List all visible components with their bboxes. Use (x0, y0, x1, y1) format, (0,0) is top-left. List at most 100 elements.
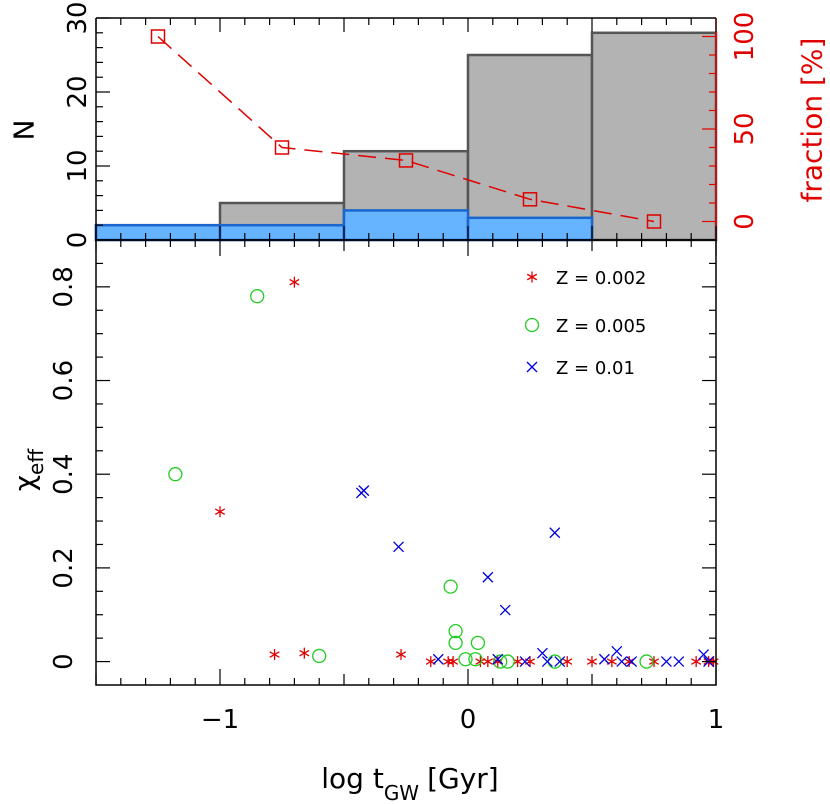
fraction-marker (398, 153, 414, 168)
asterisk-stroke (299, 649, 310, 657)
scatter-point-circle (448, 623, 463, 639)
y-title-sub: eff (24, 448, 48, 475)
top-y2-axis-title: fraction [%] (796, 38, 829, 203)
scatter-point-asterisk (606, 656, 617, 668)
scatter-point-circle (470, 635, 486, 650)
scatter-point-cross (598, 653, 610, 665)
x-title-sub: GW (384, 781, 419, 804)
cross-stroke (541, 656, 553, 668)
scatter-point-asterisk (443, 656, 454, 668)
scatter-point-asterisk (586, 656, 598, 668)
histogram-bar-subset (94, 223, 222, 242)
asterisk-stroke (624, 658, 635, 665)
asterisk-stroke (395, 651, 407, 658)
asterisk-stroke (214, 508, 226, 515)
top-y2-tick-label: 50 (730, 112, 760, 145)
bottom-y-tick-label: 0.8 (49, 266, 79, 307)
scatter-point-cross (482, 571, 494, 583)
scatter-point-asterisk (395, 649, 407, 661)
cross-stroke (536, 647, 548, 659)
cross-stroke (549, 527, 561, 539)
legend-label: Z = 0.005 (556, 316, 646, 337)
top-y-axis-title: N (8, 120, 41, 141)
asterisk-stroke (562, 658, 573, 665)
scatter-point-cross (611, 645, 623, 657)
top-y-tick-label: 0 (63, 232, 93, 249)
cross-stroke (432, 653, 444, 665)
cross-stroke (519, 656, 531, 668)
y-title-main: χ (8, 475, 41, 491)
histogram-bar-subset (218, 223, 346, 242)
cross-stroke (499, 604, 511, 616)
scatter-point-circle (250, 289, 265, 304)
bottom-y-tick-label: 0 (49, 653, 79, 670)
histogram-bar-subset (466, 216, 594, 242)
scatter-point-cross (660, 656, 672, 668)
asterisk-stroke (691, 658, 702, 665)
bottom-y-axis-title: χeff (8, 448, 49, 491)
bottom-frame (95, 239, 717, 686)
fraction-marker (522, 192, 538, 207)
top-y-tick-label: 30 (63, 1, 93, 34)
scatter-point-cross (526, 361, 538, 373)
histogram-bar-subset (342, 209, 470, 242)
asterisk-stroke (648, 658, 660, 665)
asterisk-stroke (425, 658, 436, 665)
scatter-point-asterisk (448, 656, 459, 668)
asterisk-stroke (482, 658, 493, 665)
asterisk-stroke (269, 651, 280, 658)
scatter-point-cross (358, 485, 370, 497)
cross-stroke (598, 653, 610, 665)
cross-stroke (492, 653, 504, 665)
scatter-point-cross (499, 604, 511, 616)
fraction-marker (274, 140, 290, 155)
cross-stroke (673, 656, 685, 668)
cross-stroke (554, 656, 566, 668)
fraction-marker (150, 29, 166, 44)
scatter-point-cross (626, 656, 638, 668)
legend-label: Z = 0.002 (556, 268, 646, 289)
cross-stroke (616, 656, 628, 668)
scatter-point-asterisk (648, 656, 660, 668)
scatter-point-circle (500, 654, 515, 669)
scatter-point-circle (168, 467, 183, 482)
scatter-point-cross (432, 653, 444, 665)
scatter-point-cross (541, 656, 553, 668)
scatter-point-cross (616, 656, 628, 668)
bottom-x-tick-label: −1 (201, 705, 239, 735)
cross-stroke (626, 656, 638, 668)
bottom-y-tick-label: 0.2 (49, 547, 79, 588)
bottom-x-axis-title: log tGW[Gyr] (321, 762, 498, 804)
scatter-point-circle (547, 654, 562, 669)
fraction-series (150, 29, 662, 229)
cross-stroke (660, 656, 672, 668)
scatter-point-asterisk (526, 271, 538, 283)
histogram-bars (94, 31, 718, 242)
scatter-point-circle (448, 635, 463, 650)
scatter-point-cross (519, 656, 531, 668)
scatter-point-cross (673, 656, 685, 668)
cross-stroke (611, 645, 623, 657)
cross-stroke (358, 485, 370, 497)
scatter-point-circle (443, 579, 458, 594)
cross-stroke (482, 571, 494, 583)
top-y2-tick-label: 100 (730, 12, 760, 62)
scatter-point-asterisk (691, 656, 702, 668)
asterisk-stroke (289, 278, 300, 286)
scatter-point-asterisk (482, 656, 493, 668)
scatter-point-asterisk (214, 506, 226, 518)
scatter-point-asterisk (425, 656, 436, 668)
scatter-point-circle (458, 652, 473, 667)
cross-stroke (698, 649, 710, 661)
x-title-main: log t (321, 762, 384, 795)
scatter-point-asterisk (289, 276, 300, 288)
top-y2-tick-label: 0 (730, 213, 760, 230)
bottom-x-tick-label: 0 (460, 705, 477, 735)
scatter-point-cross (536, 647, 548, 659)
scatter-point-asterisk (524, 656, 536, 668)
asterisk-stroke (586, 658, 598, 665)
scatter-point-cross (554, 656, 566, 668)
cross-stroke (526, 361, 538, 373)
